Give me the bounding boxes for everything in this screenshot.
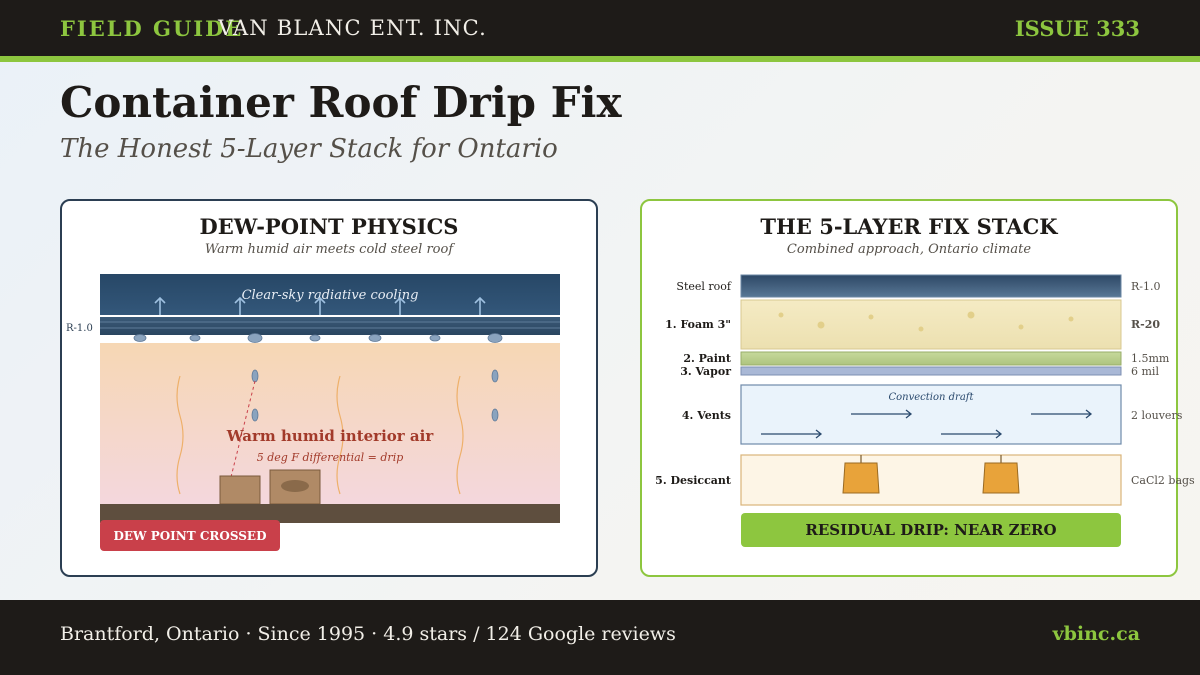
fix-stack-title: THE 5-LAYER FIX STACK (760, 214, 1058, 239)
footer-url-link[interactable]: vbinc.ca (1052, 623, 1140, 645)
page-subtitle: The Honest 5-Layer Stack for Ontario (60, 134, 558, 164)
steel-roof-band (100, 317, 560, 335)
fix-stack-diagram: Steel roof R-1.0 1. Foam 3" R-20 2. Pain… (655, 274, 1195, 547)
layer-steel-note: R-1.0 (1131, 280, 1161, 293)
dew-point-title: DEW-POINT PHYSICS (199, 214, 459, 239)
layer-vents-label: 4. Vents (682, 409, 731, 422)
layer-desiccant (740, 454, 1122, 506)
up-arrow-icon (474, 296, 486, 315)
dew-point-badge (100, 520, 280, 551)
footer-info: Brantford, Ontario · Since 1995 · 4.9 st… (60, 623, 676, 645)
layer-paint-note: 1.5mm (1131, 352, 1170, 365)
layer-desiccant-note: CaCl2 bags (1131, 474, 1195, 487)
container-floor (100, 504, 560, 523)
layer-vapor-label: 3. Vapor (680, 365, 731, 378)
convection-arrows (761, 409, 1093, 439)
layer-foam-label: 1. Foam 3" (665, 318, 731, 331)
arrow-right-icon (851, 409, 913, 419)
dew-point-diagram: Clear-sky radiative cooling R-1.0 (66, 274, 560, 551)
page-title: Container Roof Drip Fix (60, 78, 622, 127)
water-stain (281, 480, 309, 492)
cargo-box (219, 475, 261, 505)
result-label: RESIDUAL DRIP: NEAR ZERO (805, 521, 1056, 539)
layer-steel-roof (740, 274, 1122, 298)
sky-label: Clear-sky radiative cooling (242, 288, 419, 303)
desiccant-bag-icon (842, 462, 880, 494)
layer-foam-note: R-20 (1131, 318, 1160, 331)
layer-vapor-note: 6 mil (1131, 365, 1159, 378)
company-name: VAN BLANC ENT. INC. (218, 16, 488, 40)
layer-paint (740, 351, 1122, 366)
interior-air (100, 343, 560, 504)
dew-point-panel: DEW-POINT PHYSICS Warm humid air meets c… (60, 199, 598, 577)
desiccant-bags (842, 455, 1020, 494)
up-arrow-icon (394, 296, 406, 315)
up-arrow-icon (234, 296, 246, 315)
result-bar (741, 513, 1121, 547)
convection-label: Convection draft (889, 392, 975, 403)
brand-label: FIELD GUIDE (60, 16, 244, 41)
drip-row (133, 333, 503, 343)
foam-texture (778, 311, 1074, 332)
layer-foam (740, 299, 1122, 350)
arrow-right-icon (1031, 409, 1093, 419)
up-arrow-icon (154, 296, 166, 315)
footer: Brantford, Ontario · Since 1995 · 4.9 st… (0, 600, 1200, 675)
desiccant-bag-icon (982, 462, 1020, 494)
layer-steel-label: Steel roof (676, 280, 731, 293)
arrow-right-icon (941, 429, 1003, 439)
arrow-right-icon (761, 429, 823, 439)
issue-number: ISSUE 333 (1014, 16, 1140, 41)
layer-paint-label: 2. Paint (683, 352, 732, 365)
fix-stack-panel: THE 5-LAYER FIX STACK Combined approach,… (640, 199, 1195, 577)
heat-waves (176, 375, 464, 495)
dew-point-badge-label: DEW POINT CROSSED (114, 529, 267, 543)
layer-vents-note: 2 louvers (1131, 409, 1183, 422)
up-arrow-icon (314, 296, 326, 315)
layer-vapor (740, 366, 1122, 376)
layer-desiccant-label: 5. Desiccant (655, 474, 732, 487)
top-bar: FIELD GUIDE VAN BLANC ENT. INC. ISSUE 33… (0, 0, 1200, 62)
dew-point-subtitle: Warm humid air meets cold steel roof (204, 242, 454, 257)
sky-band (100, 274, 560, 315)
falling-drips (251, 369, 499, 422)
interior-label: Warm humid interior air (226, 427, 435, 445)
differential-label: 5 deg F differential = drip (257, 451, 404, 464)
radiation-arrows (154, 296, 486, 315)
fix-stack-subtitle: Combined approach, Ontario climate (786, 242, 1032, 257)
roof-rvalue-label: R-1.0 (66, 323, 93, 334)
